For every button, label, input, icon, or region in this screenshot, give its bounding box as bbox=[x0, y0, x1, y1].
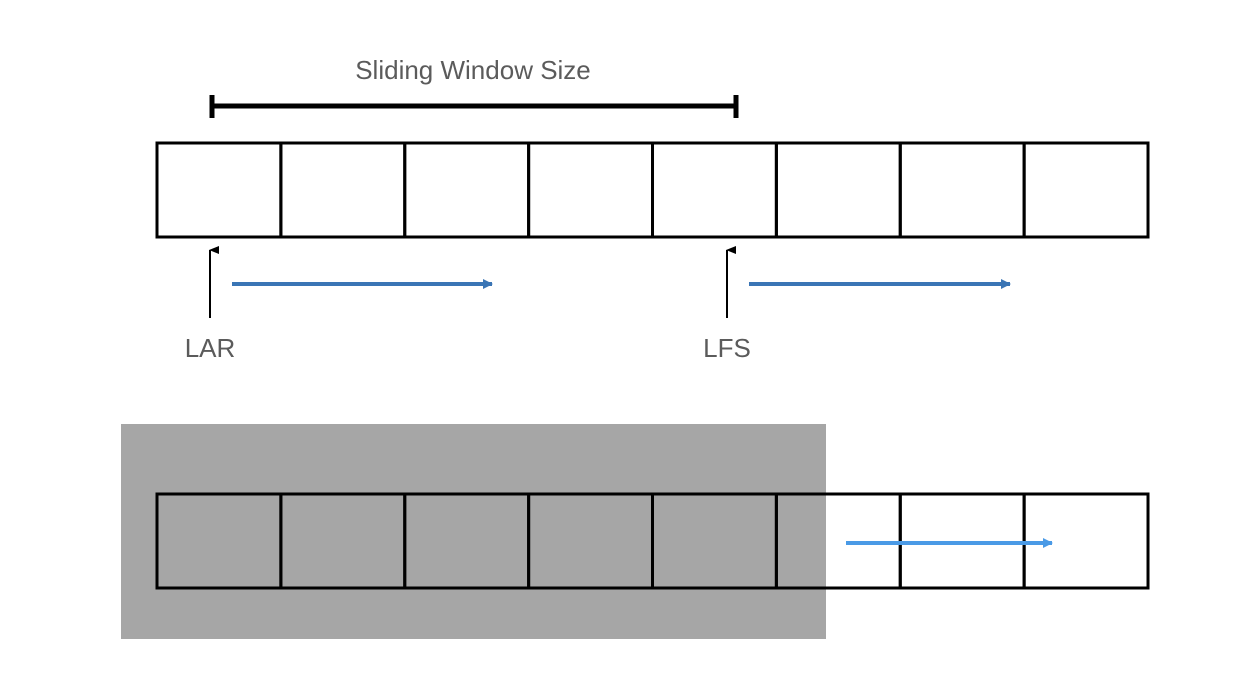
top-frame-cell bbox=[155, 141, 283, 239]
top-frame-cell bbox=[774, 141, 902, 239]
lfs-label: LFS bbox=[703, 333, 751, 363]
top-frame-cell bbox=[898, 141, 1026, 239]
top-frame-cell bbox=[527, 141, 655, 239]
top-frame-cell bbox=[403, 141, 531, 239]
top-frame-cell bbox=[1022, 141, 1150, 239]
window-size-bracket bbox=[209, 95, 739, 118]
top-frame-cell bbox=[279, 141, 407, 239]
top-frame-row bbox=[155, 141, 1150, 239]
window-size-label: Sliding Window Size bbox=[355, 55, 591, 85]
lar-label: LAR bbox=[185, 333, 236, 363]
shaded-region bbox=[121, 424, 826, 639]
top-frame-cell bbox=[651, 141, 778, 239]
